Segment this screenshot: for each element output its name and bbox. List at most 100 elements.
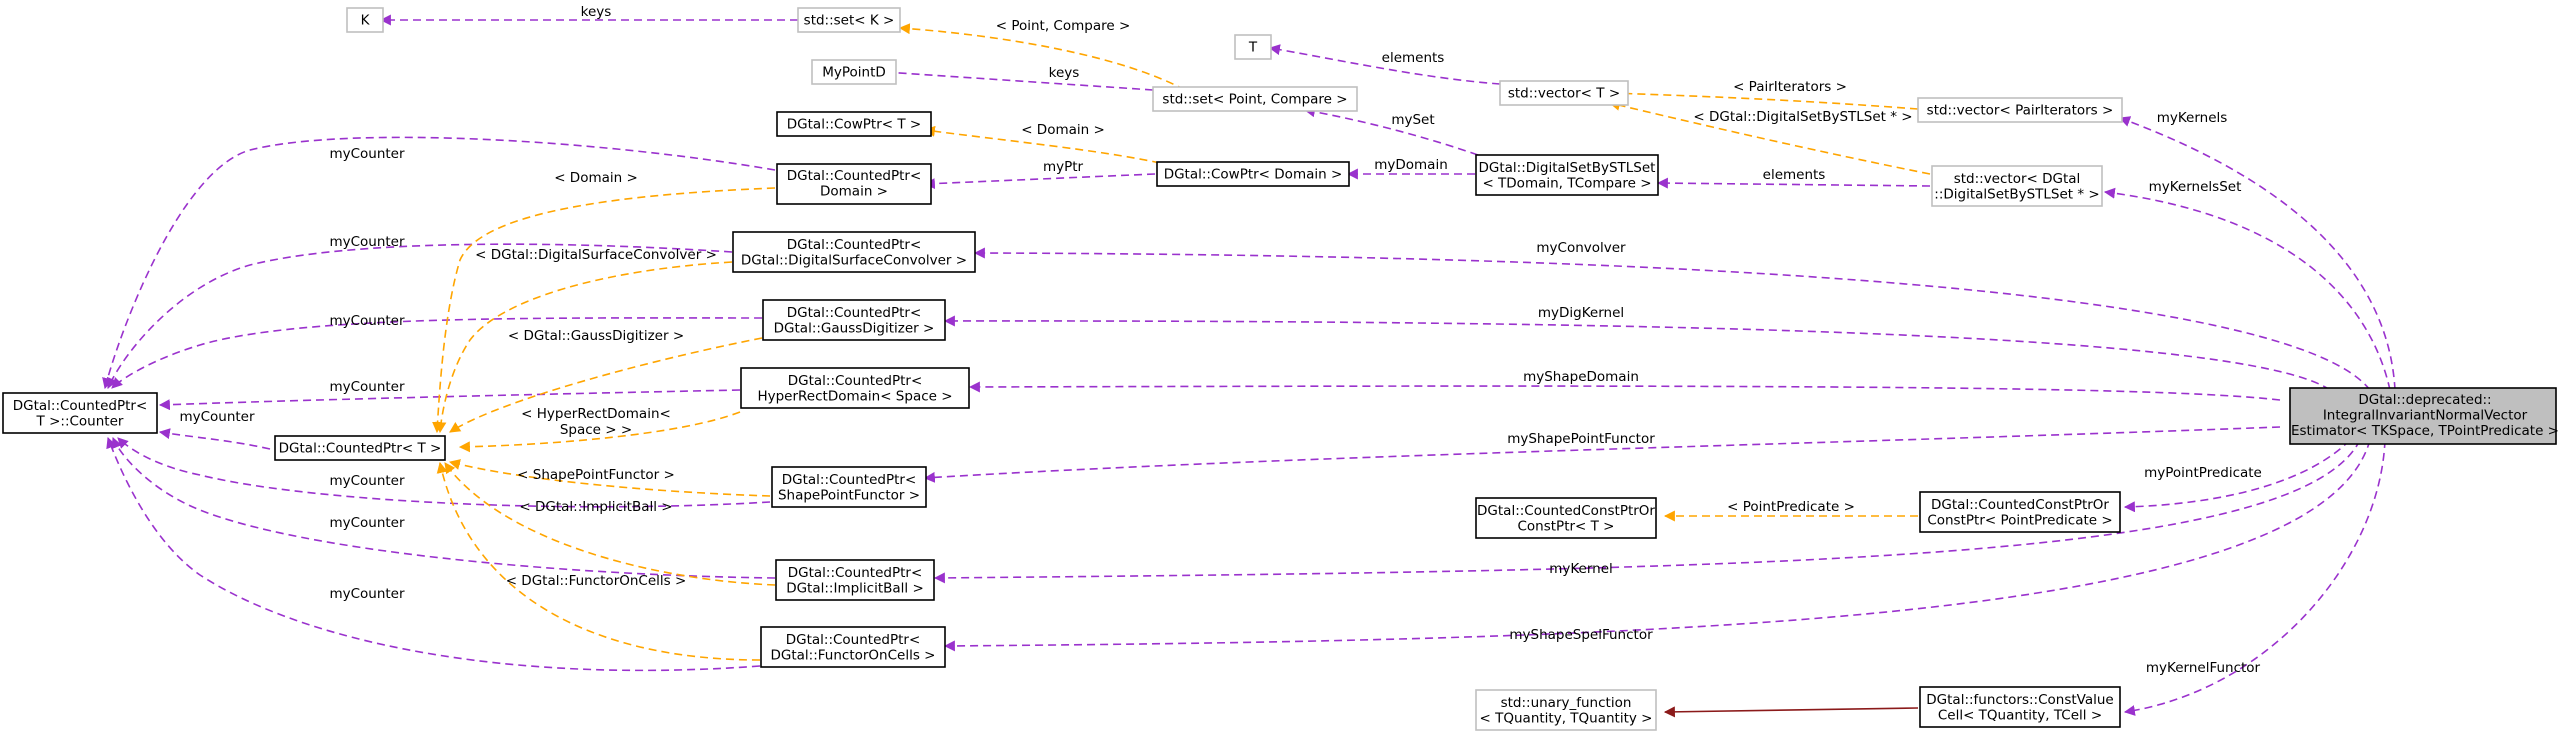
class-node-label-line: DGtal::CountedPtr<: [782, 472, 917, 488]
class-node-vector-digitalset[interactable]: std::vector< DGtal::DigitalSetBySTLSet *…: [1931, 165, 2103, 207]
class-node-k[interactable]: K: [346, 7, 384, 33]
class-node-digitalsetbystlset[interactable]: DGtal::DigitalSetBySTLSet< TDomain, TCom…: [1475, 154, 1659, 196]
class-node-countedptr-domain[interactable]: DGtal::CountedPtr<Domain >: [776, 163, 932, 205]
edge-label: < DGtal::GaussDigitizer >: [508, 328, 684, 344]
class-node-vector-pairiterators[interactable]: std::vector< PairIterators >: [1917, 97, 2123, 123]
edge-tmpl-hyperrect: [458, 411, 741, 453]
class-node-label-line: std::vector< PairIterators >: [1927, 103, 2114, 119]
class-node-label-line: std::set< Point, Compare >: [1162, 92, 1347, 108]
class-node-label-line: DGtal::CountedPtr<: [787, 168, 922, 184]
class-node-label-line: DGtal::CountedConstPtrOr: [1477, 503, 1655, 519]
class-node-label: DGtal::CountedPtr<T >::Counter: [13, 398, 148, 430]
class-node-label-line: < TQuantity, TQuantity >: [1480, 710, 1653, 726]
class-node-label-line: std::set< K >: [804, 13, 895, 29]
edge-label: < PairIterators >: [1733, 79, 1847, 95]
edge-label: < ShapePointFunctor >: [517, 467, 675, 483]
edge-label: myPointPredicate: [2144, 465, 2262, 481]
class-node-label: DGtal::CountedPtr<ShapePointFunctor >: [778, 472, 920, 504]
class-node-countedptr-t[interactable]: DGtal::CountedPtr< T >: [274, 435, 446, 461]
class-node-vector-t[interactable]: std::vector< T >: [1499, 80, 1629, 106]
class-node-countedptr-shapepf[interactable]: DGtal::CountedPtr<ShapePointFunctor >: [771, 466, 927, 508]
class-node-counter[interactable]: DGtal::CountedPtr<T >::Counter: [2, 392, 158, 434]
class-node-label-line: T: [1248, 40, 1258, 56]
edge-tmpl-shapepf: [448, 459, 771, 497]
class-node-label: DGtal::CountedPtr<HyperRectDomain< Space…: [757, 373, 952, 405]
class-node-label: std::unary_function< TQuantity, TQuantit…: [1480, 695, 1653, 727]
class-node-label-line: K: [361, 13, 371, 29]
class-node-countedptr-ball[interactable]: DGtal::CountedPtr<DGtal::ImplicitBall >: [775, 559, 935, 601]
class-node-label-line: ConstPtr< T >: [1517, 518, 1614, 534]
edge-label: myPtr: [1043, 159, 1084, 175]
edge-keys-mypointd: [883, 67, 1154, 91]
class-node-label: DGtal::CountedPtr< T >: [279, 441, 442, 457]
class-node-countedptr-hyperrect[interactable]: DGtal::CountedPtr<HyperRectDomain< Space…: [740, 367, 970, 409]
class-node-label-line: DGtal::CowPtr< Domain >: [1164, 167, 1343, 183]
class-node-label: DGtal::deprecated::IntegralInvariantNorm…: [2291, 392, 2559, 439]
edge-label: myKernelsSet: [2149, 179, 2242, 195]
class-node-label: DGtal::DigitalSetBySTLSet< TDomain, TCom…: [1479, 160, 1656, 192]
edge-myconvolver: [973, 247, 2371, 391]
class-node-mypointd[interactable]: MyPointD: [811, 59, 897, 85]
class-node-label-line: DGtal::CountedPtr<: [788, 373, 923, 389]
class-node-label: std::set< K >: [804, 13, 895, 29]
class-node-set-point[interactable]: std::set< Point, Compare >: [1152, 86, 1358, 112]
edge-mypointpredicate: [2123, 439, 2351, 513]
class-node-label: std::vector< T >: [1508, 86, 1620, 102]
class-node-label: DGtal::CowPtr< Domain >: [1164, 167, 1343, 183]
class-node-label: DGtal::CountedPtr<DGtal::ImplicitBall >: [786, 565, 924, 597]
edge-label: myCounter: [329, 379, 405, 395]
class-node-label-line: DGtal::FunctorOnCells >: [771, 647, 936, 663]
edge-counter-4: [158, 389, 741, 411]
class-node-label-line: std::unary_function: [1501, 695, 1632, 711]
edge-counter-5: [158, 428, 271, 450]
edge-counter-3: [111, 317, 763, 389]
edge-counter-6: [117, 437, 771, 508]
class-node-label-line: HyperRectDomain< Space >: [757, 388, 952, 404]
class-node-cowptr-t[interactable]: DGtal::CowPtr< T >: [776, 111, 932, 137]
class-node-unary-function[interactable]: std::unary_function< TQuantity, TQuantit…: [1475, 689, 1657, 731]
edge-tmpl-functor: [436, 461, 761, 661]
class-node-label-line: Domain >: [820, 183, 888, 199]
edge-counter-2: [107, 243, 733, 390]
edge-elements-t: [1268, 44, 1501, 85]
class-node-cowptr-domain[interactable]: DGtal::CowPtr< Domain >: [1156, 161, 1350, 187]
class-node-label: K: [361, 13, 371, 29]
edge-mydigkernel: [943, 315, 2331, 391]
class-node-main-estimator[interactable]: DGtal::deprecated::IntegralInvariantNorm…: [2289, 387, 2559, 445]
class-node-label: T: [1248, 40, 1258, 56]
class-node-label-line: T >::Counter: [36, 413, 124, 429]
edge-label: elements: [1763, 167, 1826, 183]
class-node-countedptr-convolver[interactable]: DGtal::CountedPtr<DGtal::DigitalSurfaceC…: [732, 231, 976, 273]
class-node-label-line: ::DigitalSetBySTLSet * >: [1934, 186, 2099, 202]
class-node-label-line: DGtal::CountedConstPtrOr: [1931, 497, 2109, 513]
class-node-label-line: DGtal::ImplicitBall >: [786, 580, 924, 596]
class-node-countedptr-functor[interactable]: DGtal::CountedPtr<DGtal::FunctorOnCells …: [760, 626, 946, 668]
class-node-label-line: ConstPtr< PointPredicate >: [1927, 512, 2112, 528]
edge-myshapespelfunctor: [943, 439, 2371, 652]
edge-label: < Domain >: [554, 170, 638, 186]
class-node-set-k[interactable]: std::set< K >: [797, 7, 901, 33]
class-node-countedptr-gauss[interactable]: DGtal::CountedPtr<DGtal::GaussDigitizer …: [762, 299, 946, 341]
class-node-label: std::vector< PairIterators >: [1927, 103, 2114, 119]
edge-label: keys: [581, 4, 612, 20]
class-node-label-line: Estimator< TKSpace, TPointPredicate >: [2291, 423, 2559, 439]
edge-label: myDomain: [1374, 157, 1448, 173]
edge-label: myKernels: [2157, 110, 2228, 126]
class-node-label-line: < TDomain, TCompare >: [1482, 175, 1651, 191]
edge-myshapedomain: [968, 381, 2281, 401]
edge-label: myShapePointFunctor: [1507, 431, 1655, 447]
edge-label: myCounter: [329, 313, 405, 329]
edge-tmpl-domain: [432, 187, 776, 434]
edge-counter-8: [106, 436, 761, 672]
edge-label: elements: [1382, 50, 1445, 66]
edge-label: myShapeDomain: [1523, 369, 1639, 385]
class-node-t[interactable]: T: [1234, 34, 1272, 60]
edge-label: myCounter: [329, 515, 405, 531]
